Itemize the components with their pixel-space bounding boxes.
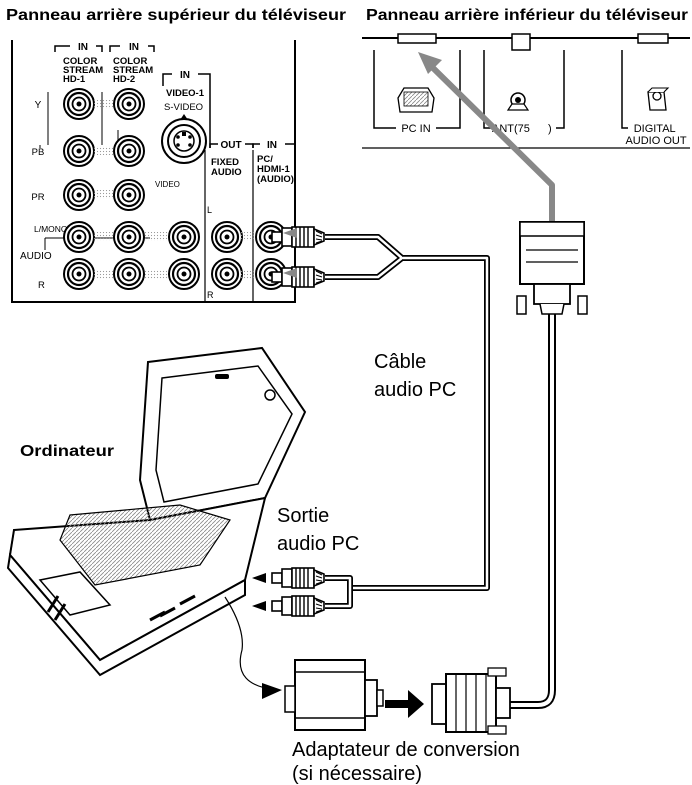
pc-in-label: PC IN	[401, 123, 430, 135]
left-l-label: L	[207, 205, 212, 215]
row-label-r: R	[38, 280, 45, 291]
group-out-label: OUT	[220, 140, 241, 151]
adapter-label: Adaptateur de conversion (si nécessaire)	[292, 739, 526, 785]
group-in-label-3: IN	[180, 70, 190, 81]
vga-cable	[418, 52, 556, 709]
conversion-adapter	[284, 659, 384, 731]
pc-audio-cable	[325, 234, 490, 609]
lower-panel-title: Panneau arrière inférieur du téléviseur	[366, 7, 688, 24]
group-in-label-1: IN	[78, 42, 88, 53]
col1-header: COLOR STREAM HD-1	[63, 56, 106, 85]
pc-audio-out-label: Sortie audio PC	[277, 505, 359, 555]
pc-in-port-icon	[397, 87, 435, 113]
svideo-label: S-VIDEO	[164, 102, 203, 113]
adapter-to-vga-arrow	[385, 690, 424, 718]
group-in-label-4: IN	[267, 140, 277, 151]
rca-plug-lower-2	[271, 595, 325, 617]
vga-connector-top	[516, 221, 588, 315]
antenna-port-icon	[506, 92, 530, 111]
arrow-into-laptop-2	[252, 601, 266, 611]
pc-audio-cable-label: Câble audio PC	[374, 351, 456, 401]
adapter-callout-line	[224, 596, 279, 691]
laptop-illustration	[6, 346, 307, 677]
computer-label: Ordinateur	[20, 443, 114, 460]
pc-hdmi-audio-label: PC/ HDMI-1 (AUDIO)	[257, 154, 294, 185]
upper-rear-panel: IN IN IN OUT IN COLOR STREAM HD-1 COLOR …	[11, 40, 296, 303]
group-in-label-2: IN	[129, 42, 139, 53]
col2-header: COLOR STREAM HD-2	[113, 56, 156, 85]
fixed-audio-label: FIXED AUDIO	[211, 157, 242, 178]
digital-audio-out-label: DIGITAL AUDIO OUT	[625, 123, 686, 147]
svideo-jack	[161, 118, 207, 164]
adapter-callout-arrow	[262, 683, 282, 699]
rca-plug-lower-1	[271, 567, 325, 589]
optical-port-icon	[647, 87, 670, 111]
video1-header: VIDEO-1	[166, 88, 205, 99]
arrow-into-laptop-1	[252, 573, 266, 583]
row-label-pr: PR	[31, 192, 44, 203]
video-label: VIDEO	[155, 180, 180, 189]
left-r-label: R	[207, 290, 214, 300]
vga-connector-bottom	[431, 667, 511, 735]
arrow-into-jack-1	[283, 228, 297, 238]
row-label-pb: PB	[32, 147, 45, 158]
upper-panel-title: Panneau arrière supérieur du téléviseur	[6, 7, 346, 24]
row-label-lmono: L/MONO	[34, 224, 68, 234]
arrow-into-jack-2	[283, 268, 297, 278]
lower-rear-panel: PC IN ANT(75 ) DIGITAL AUDIO OUT	[362, 33, 690, 149]
row-label-y: Y	[35, 100, 42, 111]
row-label-audio: AUDIO	[20, 251, 52, 262]
